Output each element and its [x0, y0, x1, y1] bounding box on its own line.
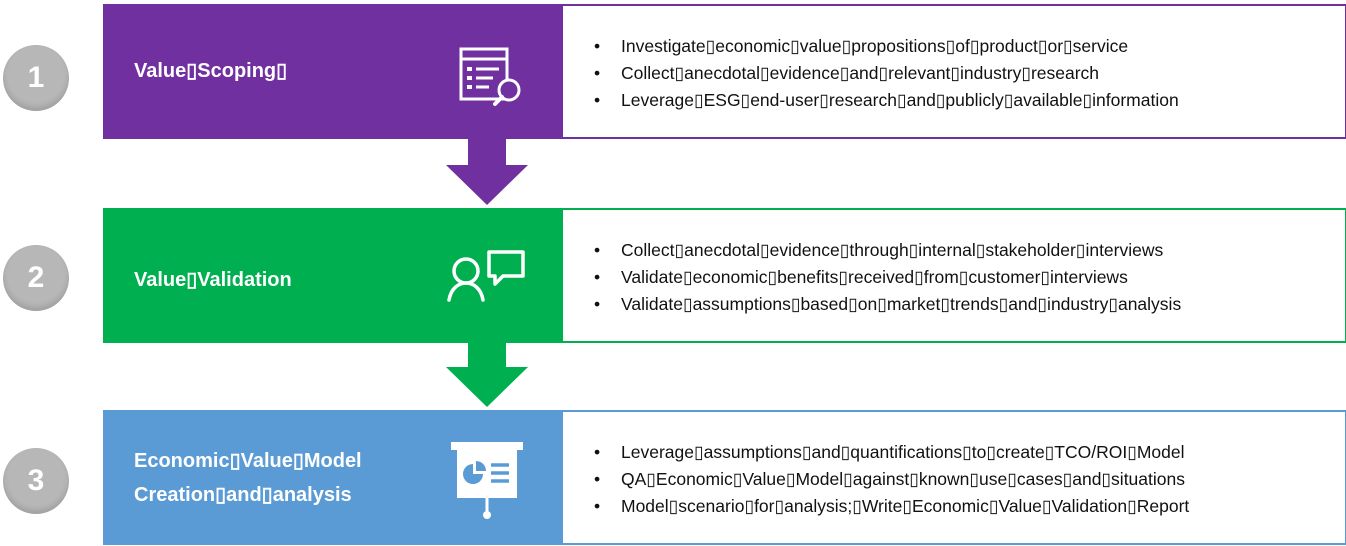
bullet-list: Leverage▯assumptions▯and▯quantifications… — [591, 439, 1189, 520]
step-title-line: Creation▯and▯analysis — [134, 484, 352, 506]
step-title-line: Value▯Validation — [134, 269, 292, 291]
step-title: Value▯Scoping▯ — [134, 54, 287, 88]
bullet-list-panel: Collect▯anecdotal▯evidence▯through▯inter… — [565, 210, 1345, 341]
step-title-line: Economic▯Value▯Model — [134, 450, 362, 472]
bullet-item: Leverage▯assumptions▯and▯quantifications… — [591, 439, 1189, 466]
bullet-list-panel: Leverage▯assumptions▯and▯quantifications… — [565, 412, 1345, 543]
step-title-band: Value▯Validation — [105, 210, 563, 341]
step-number-badge: 2 — [3, 245, 69, 311]
step-title-line: Value▯Scoping▯ — [134, 60, 288, 82]
presentation-chart-icon — [451, 442, 523, 519]
bullet-item: Validate▯economic▯benefits▯received▯from… — [591, 264, 1181, 291]
step-economic-value-model: Economic▯Value▯Model Creation▯and▯analys… — [103, 410, 1346, 545]
bullet-list: Collect▯anecdotal▯evidence▯through▯inter… — [591, 237, 1181, 318]
step-title: Economic▯Value▯Model Creation▯and▯analys… — [134, 444, 362, 512]
bullet-item: Validate▯assumptions▯based▯on▯market▯tre… — [591, 291, 1181, 318]
step-number-badge: 3 — [3, 448, 69, 514]
bullet-item: Leverage▯ESG▯end-user▯research▯and▯publi… — [591, 87, 1179, 114]
user-chat-icon — [447, 250, 525, 302]
step-number-badge: 1 — [3, 45, 69, 111]
bullet-item: Investigate▯economic▯value▯propositions▯… — [591, 33, 1179, 60]
down-arrow-icon — [446, 341, 528, 407]
bullet-item: Model▯scenario▯for▯analysis;▯Write▯Econo… — [591, 493, 1189, 520]
bullet-list: Investigate▯economic▯value▯propositions▯… — [591, 33, 1179, 114]
report-search-icon — [459, 47, 521, 106]
step-title-band: Economic▯Value▯Model Creation▯and▯analys… — [105, 412, 563, 543]
step-title-band: Value▯Scoping▯ — [105, 6, 563, 137]
bullet-list-panel: Investigate▯economic▯value▯propositions▯… — [565, 6, 1345, 137]
step-value-scoping: Value▯Scoping▯ Investigate▯economic▯valu… — [103, 4, 1346, 139]
step-value-validation: Value▯Validation Collect▯anecdotal▯evide… — [103, 208, 1346, 343]
down-arrow-icon — [446, 139, 528, 205]
bullet-item: Collect▯anecdotal▯evidence▯and▯relevant▯… — [591, 60, 1179, 87]
bullet-item: Collect▯anecdotal▯evidence▯through▯inter… — [591, 237, 1181, 264]
step-title: Value▯Validation — [134, 263, 292, 297]
bullet-item: QA▯Economic▯Value▯Model▯against▯known▯us… — [591, 466, 1189, 493]
